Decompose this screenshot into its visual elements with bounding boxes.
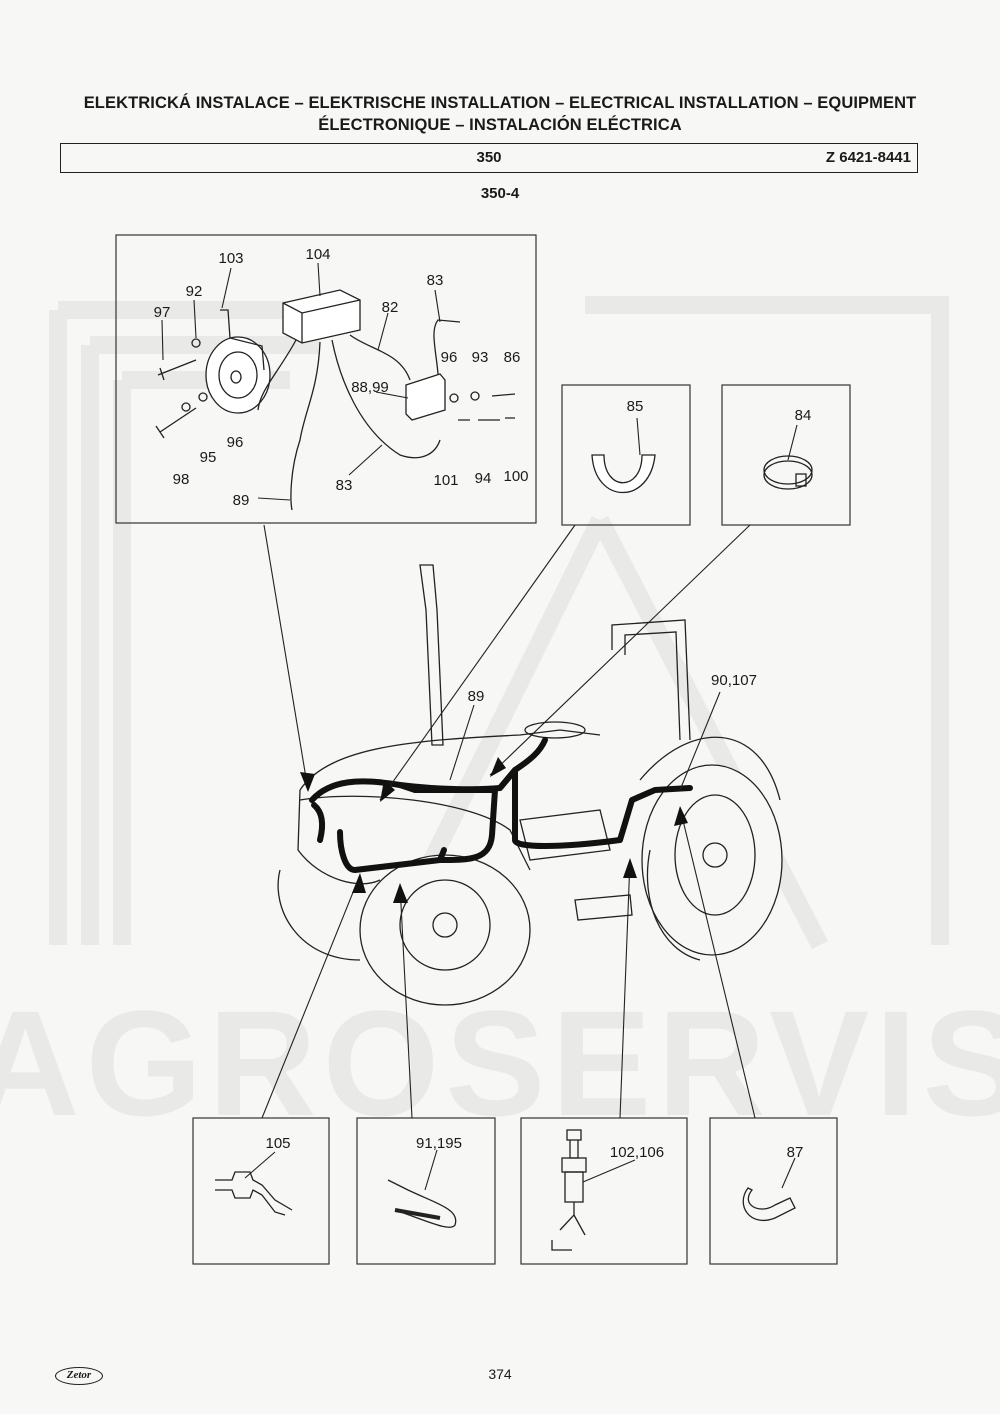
wiring-harness <box>309 737 693 873</box>
page-number: 374 <box>488 1366 512 1382</box>
detail-box-85 <box>561 384 691 526</box>
callout-87: 87 <box>787 1144 804 1161</box>
inset-label: 96 <box>441 349 458 366</box>
inset-label: 97 <box>154 304 171 321</box>
inset-label: 86 <box>504 349 521 366</box>
title-line-1: ELEKTRICKÁ INSTALACE – ELEKTRISCHE INSTA… <box>83 94 917 112</box>
inset-labels: 103 104 83 92 82 97 96 93 86 88,99 96 95… <box>154 246 529 509</box>
callout-105: 105 <box>265 1135 290 1152</box>
temperature-sensor-drawing <box>215 1171 293 1216</box>
inset-label: 96 <box>227 434 244 451</box>
inset-label: 95 <box>200 449 217 466</box>
detail-box-84 <box>721 384 851 526</box>
leader-lines <box>161 262 798 1191</box>
callout-89: 89 <box>468 688 485 705</box>
zetor-logo: Zetor <box>55 1367 103 1385</box>
hose-clamp-drawing <box>763 455 813 490</box>
detail-box-102-106 <box>520 1117 688 1265</box>
p-clip-drawing <box>742 1187 796 1221</box>
callout-85: 85 <box>627 398 644 415</box>
inset-label: 104 <box>305 246 330 263</box>
detail-box-87 <box>709 1117 838 1265</box>
inset-label: 82 <box>382 299 399 316</box>
switch-drawing <box>551 1129 587 1251</box>
inset-label: 89 <box>233 492 250 509</box>
callout-90-107: 90,107 <box>711 672 757 689</box>
title-line-2: ÉLECTRONIQUE – INSTALACIÓN ELÉCTRICA <box>318 116 682 134</box>
callout-labels: 85 84 89 90,107 105 91,195 102,106 87 <box>265 398 811 1161</box>
inset-label: 101 <box>433 472 458 489</box>
inset-label: 92 <box>186 283 203 300</box>
group-code-bar: 350 Z 6421-8441 <box>60 143 918 173</box>
inset-label: 83 <box>427 272 444 289</box>
cable-strap-drawing <box>387 1179 457 1228</box>
watermark-text: AGROSERVIS <box>0 979 1000 1147</box>
detail-inset-frame <box>115 234 537 524</box>
rubber-clip-drawing <box>591 454 656 493</box>
tractor-illustration <box>277 564 783 1006</box>
group-number: 350 <box>476 149 502 166</box>
inset-label: 100 <box>503 468 528 485</box>
part-code: Z 6421-8441 <box>825 149 911 166</box>
inset-label: 103 <box>218 250 243 267</box>
inset-label: 98 <box>173 471 190 488</box>
arrowheads <box>300 757 688 903</box>
inset-label: 94 <box>475 470 492 487</box>
callout-84: 84 <box>795 407 812 424</box>
detail-box-105 <box>192 1117 330 1265</box>
detail-box-91-195 <box>356 1117 496 1265</box>
inset-label: 83 <box>336 477 353 494</box>
callout-91-195: 91,195 <box>416 1135 462 1152</box>
inset-label: 93 <box>472 349 489 366</box>
figure-number: 350-4 <box>480 185 520 202</box>
callout-102-106: 102,106 <box>610 1144 664 1161</box>
inset-drawings <box>155 289 516 511</box>
inset-label: 88,99 <box>351 379 389 396</box>
